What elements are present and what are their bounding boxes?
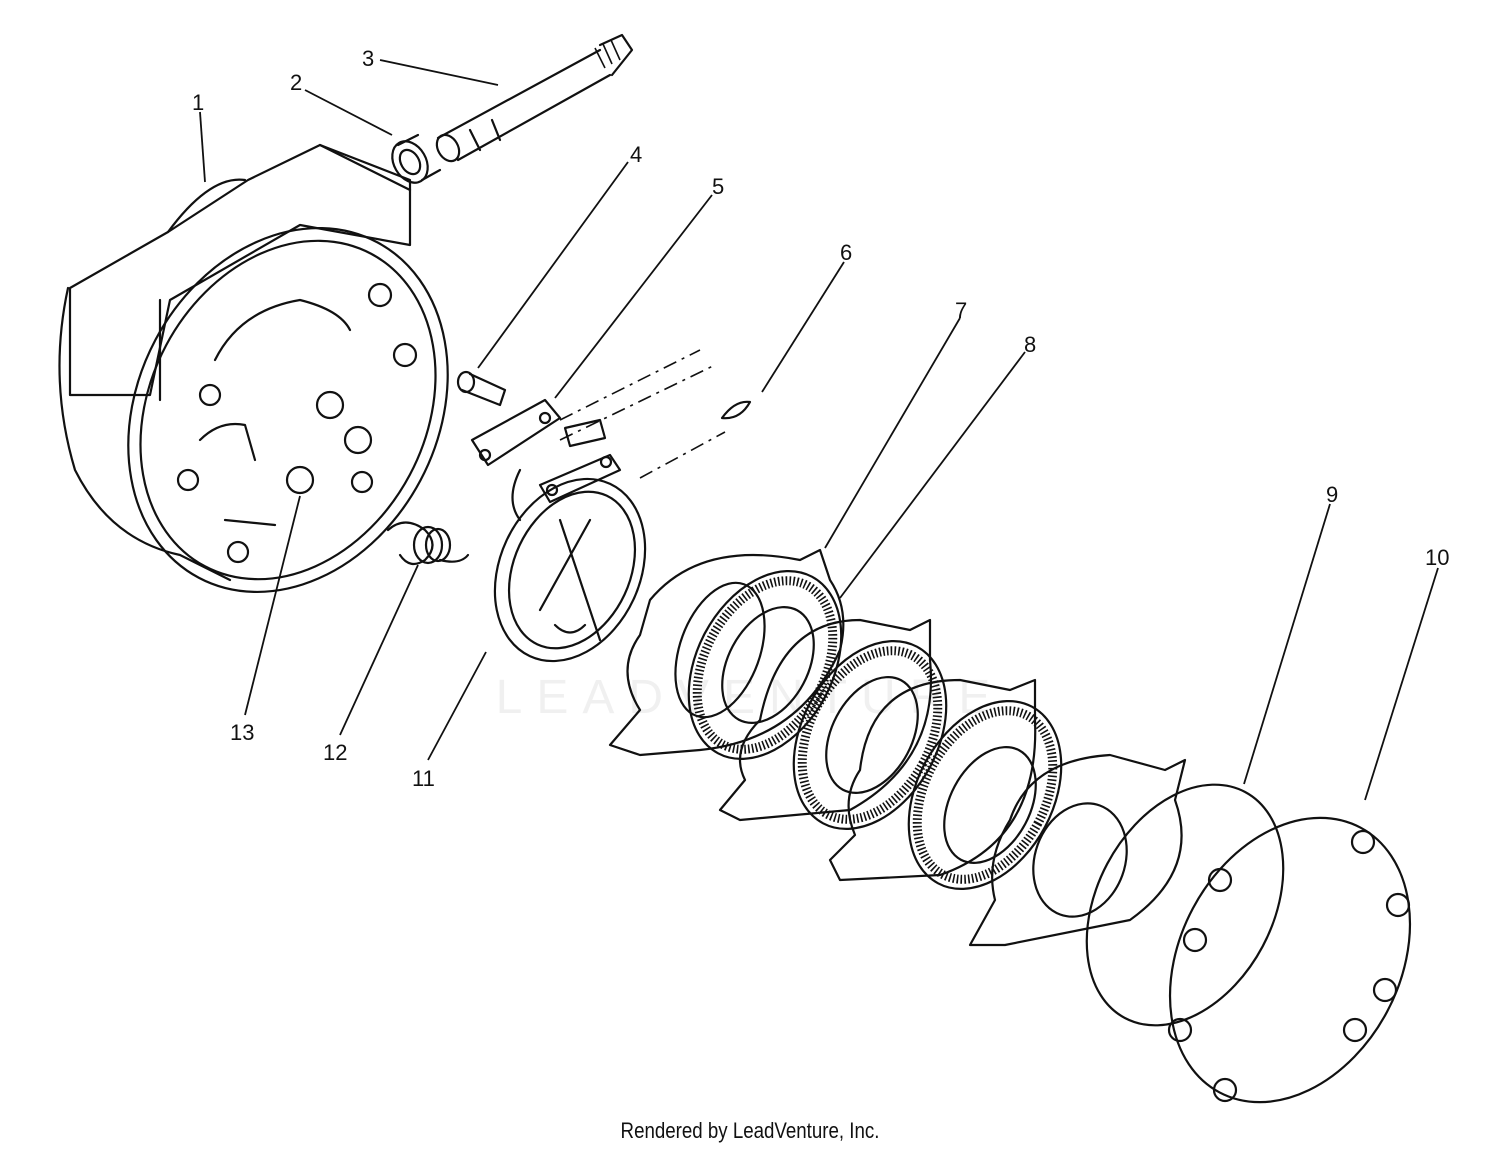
callout-8: 8 xyxy=(1024,332,1036,357)
callout-3: 3 xyxy=(362,46,374,71)
part-8-friction-disc-1 xyxy=(687,570,843,760)
part-4-pin xyxy=(456,370,507,407)
part-7-plate-4 xyxy=(968,753,1187,947)
part-7-plate-2 xyxy=(718,618,933,822)
part-2-bushing xyxy=(391,133,442,184)
callout-12: 12 xyxy=(323,740,347,765)
part-3-shaft xyxy=(435,33,634,163)
part-9-ring xyxy=(1085,783,1285,1027)
watermark: LEADVENTURE xyxy=(495,671,1005,724)
callouts: 1 2 3 4 5 6 7 8 9 10 11 12 13 xyxy=(192,46,1449,791)
part-8-friction-disc-3 xyxy=(907,700,1063,890)
callout-7: 7 xyxy=(955,298,967,323)
part-12-spring xyxy=(386,521,470,566)
leader-lines xyxy=(199,59,1439,801)
callout-1: 1 xyxy=(192,90,204,115)
callout-4: 4 xyxy=(630,142,642,167)
footer-credit: Rendered by LeadVenture, Inc. xyxy=(620,1118,880,1143)
callout-6: 6 xyxy=(840,240,852,265)
callout-2: 2 xyxy=(290,70,302,95)
callout-13: 13 xyxy=(230,720,254,745)
part-1-brake-housing xyxy=(58,143,449,594)
callout-5: 5 xyxy=(712,174,724,199)
part-11-actuator-ring xyxy=(493,468,647,663)
callout-11: 11 xyxy=(412,766,435,791)
callout-10: 10 xyxy=(1425,545,1449,570)
part-10-gasket xyxy=(1167,816,1412,1104)
part-6-cotter-pin xyxy=(559,349,752,479)
callout-9: 9 xyxy=(1326,482,1338,507)
part-5-link xyxy=(470,398,622,504)
